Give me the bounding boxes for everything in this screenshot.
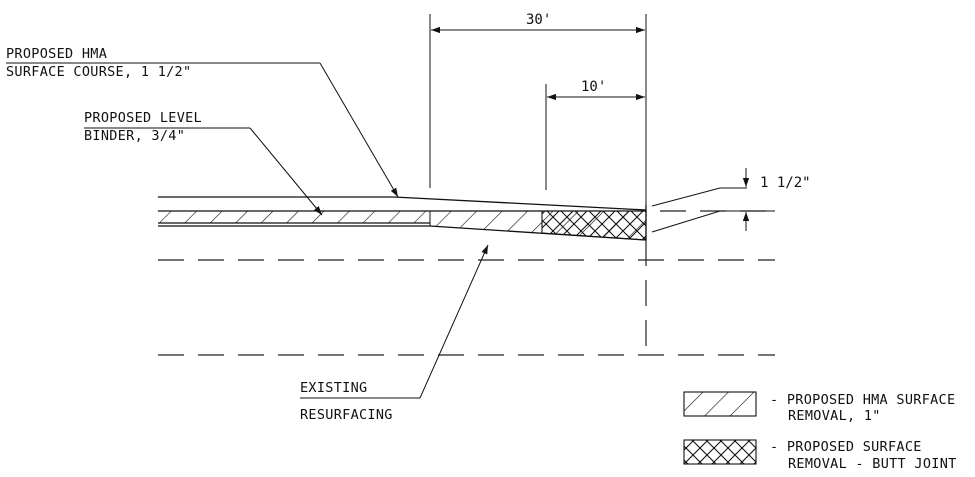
legend-item-crosshatch: - PROPOSED SURFACE REMOVAL - BUTT JOINT [683,439,957,472]
hma-surface-label-line1: PROPOSED HMA [6,46,107,62]
callout-existing-resurfacing: EXISTING RESURFACING [300,244,489,423]
pavement-section [158,196,775,356]
dimension-30ft: 30' [429,12,647,205]
butt-joint-removal-area [541,210,647,241]
legend-hatch-line2: REMOVAL, 1" [788,408,881,424]
legend: - PROPOSED HMA SURFACE REMOVAL, 1" - PRO… [683,391,957,472]
legend-crosshatch-line2: REMOVAL - BUTT JOINT [788,456,957,472]
dimension-10ft: 10' [545,79,645,190]
hma-surface-label-line2: SURFACE COURSE, 1 1/2" [6,64,191,80]
legend-hatch-line1: - PROPOSED HMA SURFACE [770,392,955,408]
callout-level-binder: PROPOSED LEVEL BINDER, 3/4" [84,110,323,216]
legend-hatch-swatch [683,391,757,417]
legend-crosshatch-swatch [683,439,757,465]
dimension-depth: 1 1/2" [651,168,811,233]
existing-label-line1: EXISTING [300,380,367,396]
existing-label-line2: RESURFACING [300,407,393,423]
legend-crosshatch-line1: - PROPOSED SURFACE [770,439,922,455]
removal-bottom-line [158,225,647,241]
legend-item-hatch: - PROPOSED HMA SURFACE REMOVAL, 1" [683,391,955,424]
callout-hma-surface: PROPOSED HMA SURFACE COURSE, 1 1/2" [6,46,399,198]
level-binder-layer [158,211,430,223]
dimension-30ft-label: 30' [526,12,551,28]
level-binder-label-line1: PROPOSED LEVEL [84,110,202,126]
surface-course-top-line [158,196,647,211]
dimension-depth-label: 1 1/2" [760,175,811,191]
level-binder-label-line2: BINDER, 3/4" [84,128,185,144]
dimension-10ft-label: 10' [581,79,606,95]
